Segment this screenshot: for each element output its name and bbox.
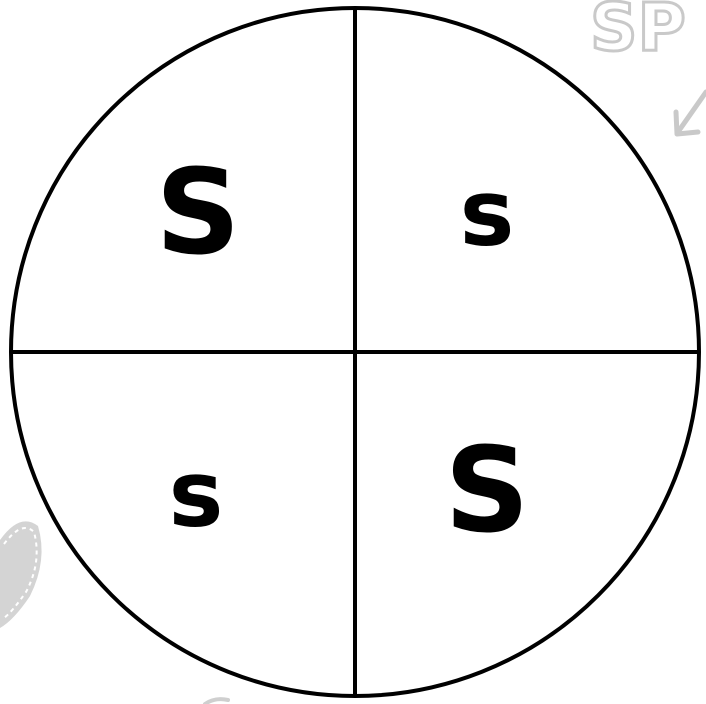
decorative-corner-shape-icon	[0, 521, 42, 628]
corner-outline-word: SP	[590, 0, 686, 66]
quadrant-letter-top-left: S	[156, 143, 241, 281]
decorative-arrow-icon	[676, 92, 706, 134]
quadrant-letter-top-right: s	[460, 160, 515, 267]
quadrant-letter-bottom-left: s	[169, 441, 224, 548]
decorative-bottom-arc-icon	[205, 699, 228, 704]
quadrant-letter-bottom-right: S	[445, 421, 530, 559]
